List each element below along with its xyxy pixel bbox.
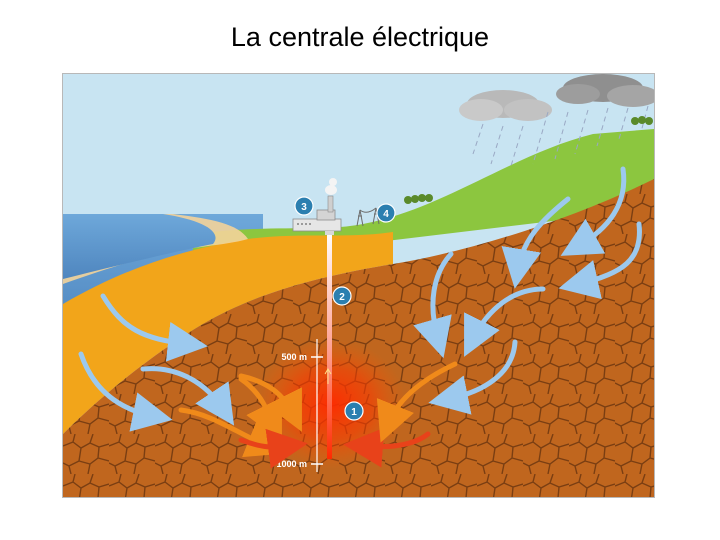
depth-label-500: 500 m bbox=[281, 352, 307, 362]
depth-label-1000: 1000 m bbox=[276, 459, 307, 469]
well-shaft bbox=[327, 231, 332, 459]
wellhead bbox=[325, 231, 334, 235]
marker-3-label: 3 bbox=[301, 202, 307, 213]
marker-1-label: 1 bbox=[351, 407, 357, 418]
marker-2: 2 bbox=[333, 287, 351, 305]
marker-3: 3 bbox=[295, 197, 313, 215]
slide-title: La centrale électrique bbox=[0, 22, 720, 53]
marker-4-label: 4 bbox=[383, 209, 389, 220]
tree-icon bbox=[631, 116, 653, 125]
marker-4: 4 bbox=[377, 204, 395, 222]
marker-1: 1 bbox=[345, 402, 363, 420]
marker-2-label: 2 bbox=[339, 292, 345, 303]
geothermal-diagram: 500 m 1000 m 1 2 3 4 bbox=[62, 73, 655, 498]
